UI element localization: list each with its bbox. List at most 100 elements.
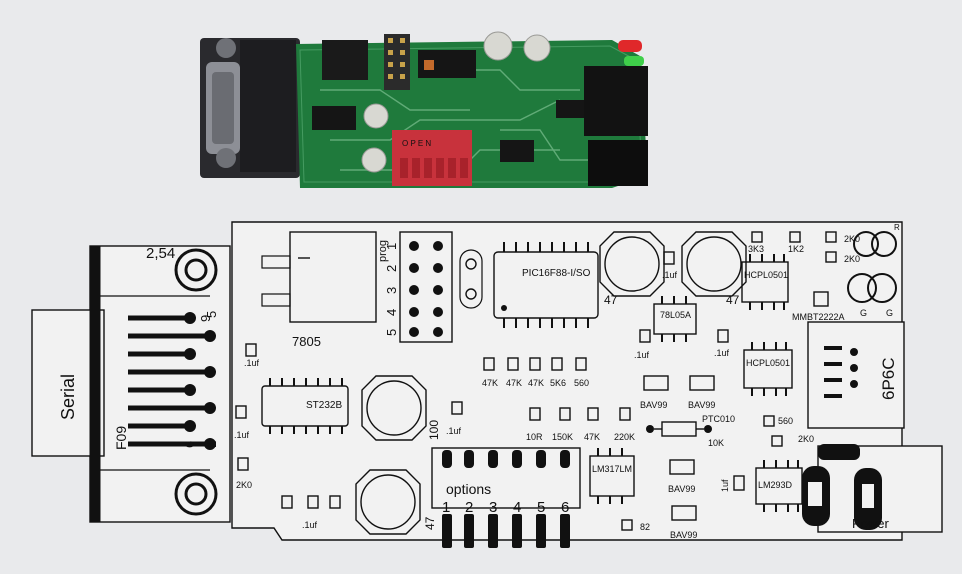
opto-hcpl0501-2 [743,349,793,389]
led-g2-label: G [886,308,893,318]
header-pin-4: 4 [384,309,399,316]
photo-cap-2 [523,34,551,62]
photo-regulator [322,40,368,80]
pic-mcu [493,251,599,319]
led-r-label: R [894,223,900,232]
connector-code-label: F09 [113,426,129,450]
res-row2-2: 47K [584,432,600,442]
opto1-label: HCPL0501 [744,270,788,280]
jack-label: 6P6C [879,357,898,400]
option-5: 5 [537,499,545,516]
photo-header [384,34,410,90]
bav99-diodes [643,375,715,521]
pic-mcu-pins [503,242,589,328]
uf-label-1: .1uf [244,358,260,368]
db9-body [240,40,296,172]
prog-header [399,231,453,343]
options-pads-bottom [442,514,570,548]
res-row1-0: 47K [482,378,498,388]
res-row1-4: 560 [574,378,589,388]
options-pads-top [442,450,570,468]
bav99-label-2: BAV99 [688,400,715,410]
driver-label: ST232B [306,400,342,411]
cap-47-c-label: 47 [423,516,437,530]
res-row2-1: 150K [552,432,573,442]
header-pin-1: 1 [384,243,399,250]
adj-reg-label: LM317LM [592,464,632,474]
photo-header-pins [388,38,405,79]
uf-label-5: .1uf [634,350,650,360]
uf-label-8: 1uf [720,479,730,492]
db9-screw-bottom [216,148,236,168]
photo-ic-small [500,140,534,162]
ptc-label: PTC010 [702,414,735,424]
option-3: 3 [489,499,497,516]
transistor [813,291,829,307]
db9-screw-top [216,38,236,58]
photo-led-red [618,40,642,52]
res-2k0-a: 2K0 [844,234,860,244]
cap-100-label: 100 [427,420,441,440]
bav99-label-4: BAV99 [670,530,697,540]
pin-9-label: 9 [198,315,213,322]
cap-47-b-label: 47 [726,293,740,307]
photo-opto [556,100,584,118]
pin-1-label: 1 [204,441,219,448]
jumper-outline [459,249,483,309]
header-pin-3: 3 [384,287,399,294]
option-6: 6 [561,499,569,516]
photo-driver-ic [312,106,356,130]
serial-label: Serial [58,374,78,420]
power-label: Power [852,516,890,531]
options-dip-footprint [431,447,581,509]
res-2k0-c: 2K0 [236,480,252,490]
assembled-board-photo: O P E N [200,31,648,188]
regulator-label: 7805 [292,334,321,349]
jack-6p6c [807,321,905,429]
res-row1-1: 47K [506,378,522,388]
res-2k0-b: 2K0 [844,254,860,264]
opto2-label: HCPL0501 [746,358,790,368]
cap-47-a-label: 47 [604,293,618,307]
res-3k3: 3K3 [748,244,764,254]
uf-label-4: .1uf [302,520,318,530]
led-footprints [847,231,897,303]
led-g1-label: G [860,308,867,318]
cap-100 [361,375,427,441]
reg2-label: 78L05A [660,310,691,320]
res-10k: 10K [708,438,724,448]
mount-hole-top [174,248,218,292]
uf-label-7: .1uf [662,270,678,280]
option-1: 1 [442,499,450,516]
res-82: 82 [640,522,650,532]
serial-connector-bar [89,245,101,523]
serial-pin-traces [128,315,210,447]
mount-hole-bottom [174,472,218,516]
photo-cap-1 [483,31,513,61]
photo-tantalum [424,60,434,70]
opto-hcpl0501-1 [741,261,789,303]
res-row2-3: 220K [614,432,635,442]
pitch-label: 2,54 [146,245,175,262]
photo-led-green [624,56,644,66]
photo-dip-levers [400,158,468,178]
res-row1-3: 5K6 [550,378,566,388]
pin-5-label: 5 [204,311,219,318]
transistor-label: MMBT2222A [792,312,845,322]
header-pin-2: 2 [384,265,399,272]
photo-dip-text: O P E N [402,139,431,148]
res-1k2: 1K2 [788,244,804,254]
res-2k0-d: 2K0 [798,434,814,444]
comparator-label: LM293D [758,480,793,490]
photo-cap-3 [363,103,389,129]
res-row2-0: 10R [526,432,543,442]
lm317lm [589,455,635,497]
pin-6-label: 6 [182,441,197,448]
prog-header-pads [409,241,443,337]
uf-label-3: .1uf [446,426,462,436]
smd-pads [235,231,837,531]
cap-47-b [681,231,747,297]
photo-power-jack [588,140,648,186]
option-2: 2 [465,499,473,516]
cap-47-a [599,231,665,297]
